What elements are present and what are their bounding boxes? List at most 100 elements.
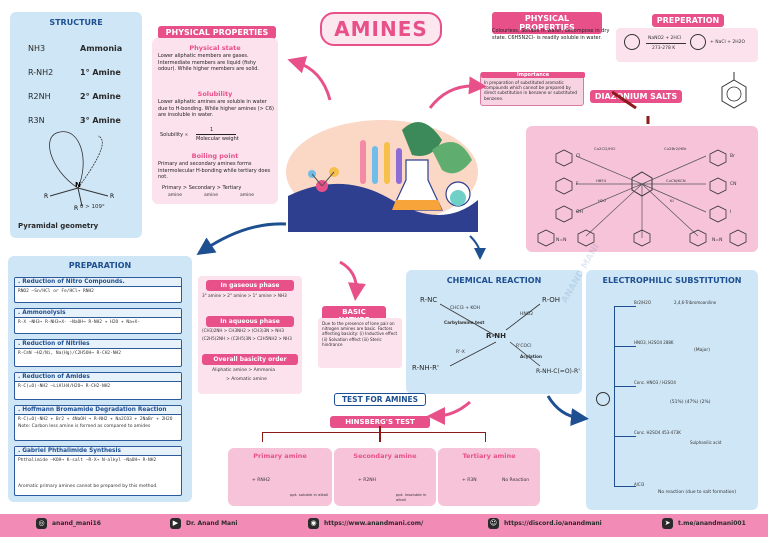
preparation-heading-right: PREPERATION (652, 14, 724, 27)
reaction-reagent: CHCl3 + KOH (450, 306, 481, 311)
physical-properties-heading-left: PHYSICAL PROPERTIES (158, 26, 276, 39)
prep-item-title: . Ammonolysis (15, 309, 181, 318)
chemical-reaction-diagram (439, 303, 541, 367)
secondary-amine-heading: Secondary amine (353, 452, 417, 460)
es-result: (Major) (694, 348, 711, 353)
boiling-point-text: Primary and secondary amines forms inter… (158, 161, 271, 180)
diazonium-product-label: Br (730, 154, 735, 159)
physical-state-heading: Physical state (189, 44, 241, 52)
physical-properties-panel (152, 38, 278, 204)
aqueous-phase-heading: In aqueous phase (206, 316, 294, 327)
prep-item-equation: R-X —NH3→ R-NH3+X- —NaOH→ R-NH2 + H2O + … (18, 320, 140, 325)
branch-arm (614, 436, 636, 437)
prep-item-title: . Reduction of Amides (15, 373, 181, 382)
reaction-reagent: R'-X (456, 350, 465, 355)
solubility-formula-num: 1 (210, 127, 214, 133)
prep-item-title: . Gabriel Phthalimide Synthesis (15, 447, 181, 456)
prep-item-equation: R-C≡N —H2/Ni, Na(Hg)/C2H5OH→ R-CH2-NH2 (18, 351, 121, 356)
boiling-order-word: amine (204, 193, 219, 198)
reaction-product: R-NC (420, 296, 438, 304)
branch-trunk (614, 306, 615, 486)
footer-instagram[interactable]: anand_mani16 (52, 520, 101, 527)
diazonium-reagent: Cu2Cl2/HCl (594, 146, 616, 151)
reaction-product: R-NH-R' (412, 364, 439, 372)
secondary-amine-card (334, 448, 436, 506)
geometry-label: Pyramidal geometry (18, 222, 99, 230)
diazonium-reagent: KI (670, 198, 674, 203)
globe-icon[interactable]: ◉ (308, 518, 319, 529)
chemical-reaction-heading: CHEMICAL REACTION (446, 276, 542, 285)
structure-label: Ammonia (80, 44, 123, 53)
primary-amine-result: ppt. soluble in alkali (290, 492, 329, 497)
svg-text:N: N (75, 181, 81, 189)
prep-reduction-amides: . Reduction of Amides R-C(=O)-NH2 —LiAlH… (14, 372, 182, 400)
prep-hoffmann: . Hoffmann Bromamide Degradation Reactio… (14, 405, 182, 441)
es-result: (51%) (47%) (2%) (670, 400, 711, 405)
test-branch-line (262, 432, 486, 442)
gas-phase-text: 3° amine > 2° amine > 1° amine > NH3 (202, 293, 287, 298)
es-result: No reaction (due to salt formation) (658, 490, 737, 495)
prep-products: + NaCl + 2H2O (710, 40, 746, 45)
footer-discord[interactable]: https://discord.io/anandmani (504, 520, 602, 527)
solubility-heading: Solubility (197, 90, 233, 98)
structure-panel: STRUCTURE NH3 Ammonia R-NH2 1° Amine R2N… (10, 12, 142, 238)
diazonium-product-label: I (730, 210, 732, 215)
basicity-column (198, 276, 302, 394)
youtube-icon[interactable]: ▶ (170, 518, 181, 529)
benzene-diazonium-icon (721, 72, 747, 109)
es-reagent: Conc. H2SO4 453-473K (634, 430, 681, 435)
primary-amine-heading: Primary amine (253, 452, 307, 460)
prep-item-equation: R-C(=O)-NH2 + Br2 + 4NaOH → R-NH2 + Na2C… (18, 417, 173, 422)
test-branch-mid (379, 426, 381, 442)
diazonium-product-label: F (576, 182, 579, 187)
boiling-order-word: amine (240, 193, 255, 198)
gas-phase-heading: In gaseous phase (206, 280, 294, 291)
es-reagent: HNO3, H2SO4 288K (634, 340, 674, 345)
branch-arm (614, 346, 636, 347)
diazonium-icon (690, 34, 706, 50)
footer-website[interactable]: https://www.anandmani.com/ (324, 520, 424, 527)
footer-telegram[interactable]: t.me/anandmani001 (678, 520, 746, 527)
title-banner (320, 12, 442, 46)
prep-item-title: . Reduction of Nitriles (15, 340, 181, 349)
boiling-order: Primary > Secondary > Tertiary (162, 185, 242, 191)
physical-properties-right-text: Colourless, Soluble in water, decompose … (492, 28, 610, 41)
es-reagent: Br2/H2O (634, 300, 651, 305)
es-reagent: Conc. HNO3 / H2SO4 (634, 380, 676, 385)
diazonium-reaction-wheel (537, 149, 747, 247)
aniline-icon (624, 34, 640, 50)
bond-angle: θ > 109° (80, 204, 105, 210)
physical-properties-heading-right: PHYSICAL PROPERTIES (492, 12, 602, 34)
test-heading: TEST FOR AMINES (334, 393, 426, 406)
footer-youtube[interactable]: Dr. Anand Mani (186, 520, 238, 527)
structure-heading: STRUCTURE (49, 18, 103, 27)
boiling-order-word: amine (168, 193, 183, 198)
aniline-start-icon (596, 392, 610, 406)
secondary-amine-result: ppt. insoluble in alkali (396, 492, 427, 502)
diazonium-product-label: N=N (556, 238, 567, 243)
hinsberg-heading: HINSBERG'S TEST (330, 416, 430, 428)
flow-arrows (196, 56, 650, 427)
prep-ammonolysis: . Ammonolysis R-X —NH3→ R-NH3+X- —NaOH→ … (14, 308, 182, 334)
prep-item-equation: Phthalimide —KOH→ K-salt —R-X→ N-alkyl —… (18, 458, 157, 463)
footer-bar: ◎ anand_mani16 ▶ Dr. Anand Mani ◉ https:… (0, 514, 768, 537)
telegram-icon[interactable]: ➤ (662, 518, 673, 529)
diazonium-reagent: CuCN/KCN (666, 178, 686, 183)
tertiary-amine-result: No Reaction (502, 478, 530, 483)
diazonium-reagent: HBF4 (596, 178, 607, 183)
pyramidal-molecule-diagram: N R R R (44, 131, 114, 210)
page-title: AMINES (334, 17, 428, 41)
structure-formula: NH3 (28, 44, 46, 53)
chemical-reaction-panel (406, 270, 582, 394)
tertiary-amine-card (438, 448, 540, 506)
boiling-point-heading: Boiling point (191, 152, 239, 160)
es-reagent: AlCl3 (634, 482, 645, 487)
discord-icon[interactable]: ☺ (488, 518, 499, 529)
es-result: Sulphanilic acid (690, 440, 722, 445)
branch-arm (614, 306, 636, 307)
reaction-side-label: Carbylamine test (444, 320, 485, 325)
prep-item-equation: RNO2 —Sn/HCl or Fe/HCl→ RNH2 (18, 289, 94, 294)
fraction-bar (196, 134, 236, 135)
instagram-icon[interactable]: ◎ (36, 518, 47, 529)
reaction-reagent: R'COCl (516, 344, 532, 349)
